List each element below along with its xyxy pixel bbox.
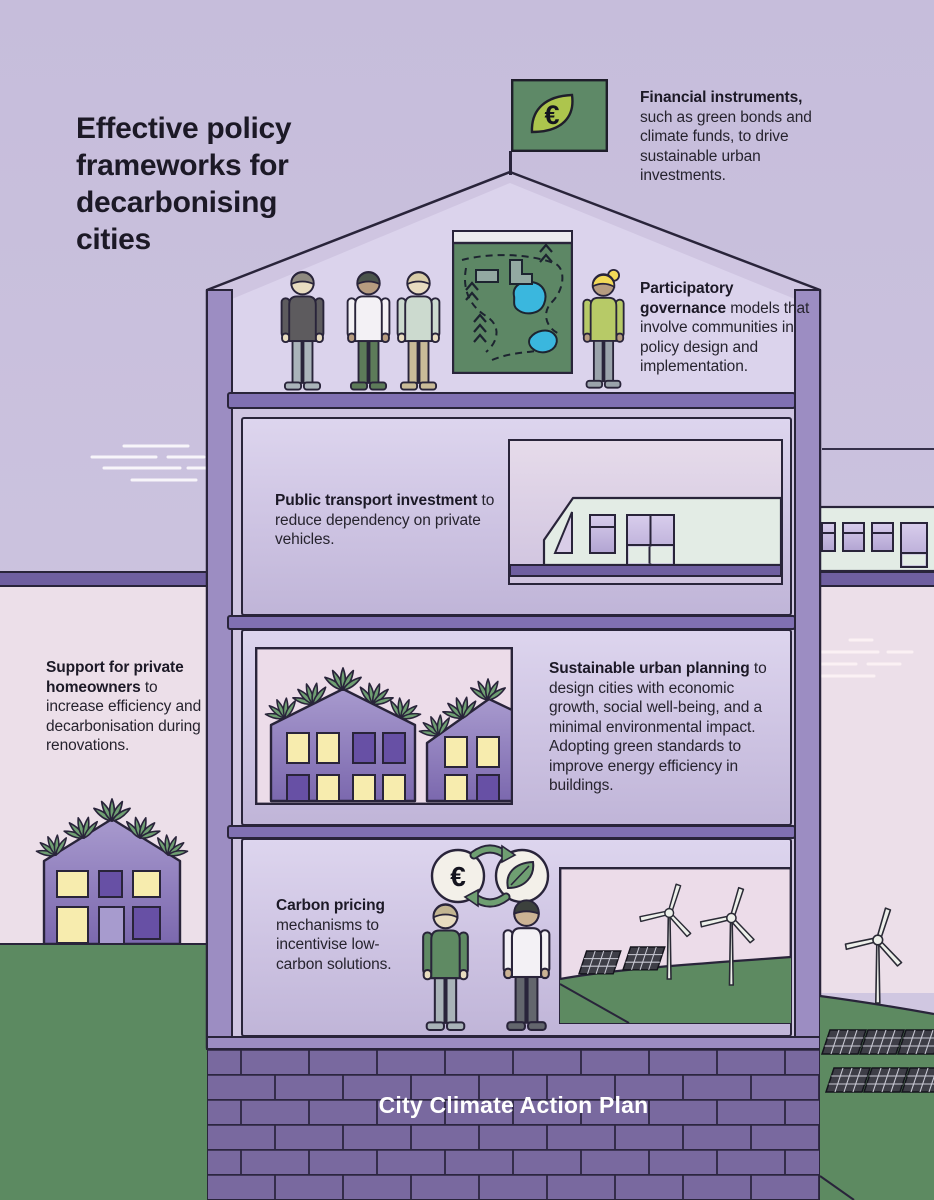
wind-turbine-icon (844, 907, 903, 968)
callout-participatory: Participatory governance models that inv… (640, 279, 820, 377)
train-icon (820, 505, 934, 573)
callout-homeowners-lead: Support for private homeowners (46, 659, 184, 696)
flag-pole (509, 151, 512, 175)
floor-urban-planning: Sustainable urban planning to design cit… (241, 629, 792, 826)
green-roof-houses-icon (255, 647, 513, 805)
citizen-figure-icon (582, 268, 625, 389)
solar-panel-icon (622, 946, 666, 971)
community-map-icon (452, 230, 573, 374)
right-horizon-line (822, 448, 934, 450)
callout-transport: Public transport investment to reduce de… (275, 491, 497, 550)
citizen-figure-icon (346, 270, 391, 391)
callout-carbon-rest: mechanisms to incentivise low-carbon sol… (276, 916, 392, 973)
rail-track-left (0, 571, 208, 587)
wind-solar-icon (559, 867, 792, 1024)
callout-homeowners-rest: to increase efficiency and decarbonisati… (46, 678, 202, 755)
callout-participatory-rest: models that involve communities in polic… (640, 299, 810, 376)
callout-participatory-lead: Participatory governance (640, 280, 734, 317)
floor-carbon-pricing: Carbon pricing mechanisms to incentivise… (241, 838, 792, 1037)
train-window (508, 439, 783, 585)
right-renewables-scene (820, 907, 934, 1200)
banner-title: City Climate Action Plan (378, 1092, 649, 1118)
callout-planning-rest: to design cities with economic growth, s… (549, 660, 767, 794)
callout-planning-lead: Sustainable urban planning (549, 660, 750, 677)
floor-public-transport: Public transport investment to reduce de… (241, 417, 792, 616)
left-grass (0, 943, 207, 1200)
callout-financial: Financial instruments, such as green bon… (640, 88, 816, 186)
train-icon (510, 496, 781, 577)
wind-lines-icon (816, 638, 914, 678)
euro-symbol: € (544, 100, 559, 130)
callout-financial-rest: such as green bonds and climate funds, t… (640, 108, 812, 185)
solar-panel-icon (578, 950, 622, 975)
citizen-figure-icon (422, 903, 469, 1031)
brick-wall (207, 1049, 820, 1200)
euro-symbol: € (450, 861, 466, 892)
callout-carbon: Carbon pricing mechanisms to incentivise… (276, 896, 404, 974)
citizen-figure-icon (502, 899, 551, 1031)
citizen-figure-icon (396, 270, 441, 391)
callout-transport-lead: Public transport investment (275, 492, 478, 509)
callout-transport-rest: to reduce dependency on private vehicles… (275, 492, 495, 548)
solar-panel-icon (863, 1067, 909, 1093)
callout-planning: Sustainable urban planning to design cit… (549, 659, 775, 796)
wind-lines-icon (90, 444, 210, 482)
solar-panel-icon (859, 1029, 905, 1055)
solar-panel-icon (825, 1067, 871, 1093)
euro-leaf-flag-icon: € (511, 79, 608, 152)
solar-panel-icon (821, 1029, 867, 1055)
callout-carbon-lead: Carbon pricing (276, 897, 385, 914)
euro-leaf-exchange-icon: € (430, 844, 550, 908)
callout-financial-lead: Financial instruments, (640, 89, 803, 106)
callout-homeowners: Support for private homeowners to increa… (46, 658, 202, 756)
green-roof-house-icon (31, 798, 190, 945)
page-title: Effective policy frameworks for decarbon… (76, 112, 292, 256)
citizen-figure-icon (280, 270, 325, 391)
